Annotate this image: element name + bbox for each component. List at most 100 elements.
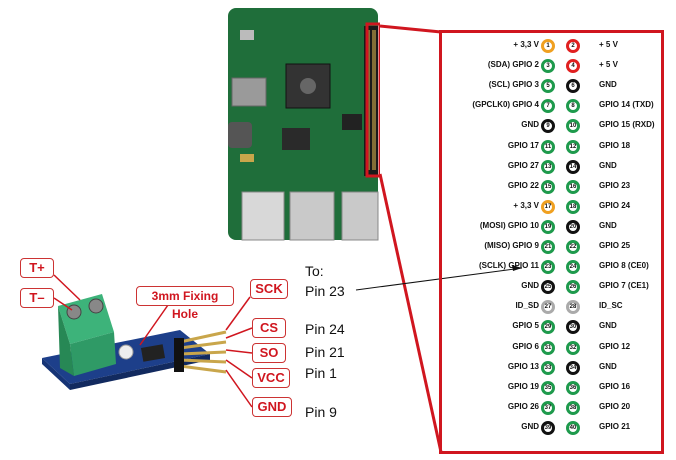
gpio-left-label: GPIO 5: [512, 321, 539, 331]
gpio-pin-odd: 3: [541, 59, 555, 74]
gpio-pin-even: 30: [566, 320, 580, 335]
gpio-pin-odd: 1: [541, 39, 555, 53]
gpio-right-label: GPIO 15 (RXD): [599, 120, 655, 130]
gpio-pin-odd: 23: [541, 260, 555, 275]
gpio-right-label: GPIO 23: [599, 180, 631, 190]
gpio-right-label: GPIO 8 (CE0): [599, 261, 649, 271]
gpio-right-label: GND: [599, 220, 617, 230]
gpio-pin-odd: 9: [541, 119, 555, 134]
t-minus-label: T–: [20, 288, 54, 308]
gpio-pin-even: 20: [566, 219, 580, 234]
so-connection: Pin 21: [305, 344, 345, 360]
gpio-pin-odd: 35: [541, 380, 555, 395]
gpio-right-label: ID_SC: [599, 301, 623, 311]
gpio-pin-even: 36: [566, 380, 580, 395]
sck-connection: Pin 23: [305, 283, 345, 299]
gpio-pin-even: 22: [566, 240, 580, 254]
gpio-pin-odd: 29: [541, 320, 555, 335]
vcc-connection: Pin 1: [305, 365, 337, 381]
gpio-right-label: GPIO 25: [599, 241, 631, 250]
gpio-right-label: GPIO 20: [599, 401, 631, 411]
so-label: SO: [252, 343, 286, 363]
gpio-pin-odd: 11: [541, 139, 555, 154]
gpio-pin-odd: 25: [541, 280, 555, 295]
gpio-left-label: (MISO) GPIO 9: [484, 241, 539, 250]
gpio-right-label: GPIO 21: [599, 421, 631, 431]
gpio-left-label: GPIO 17: [507, 140, 539, 150]
fixing-hole-label: 3mm Fixing Hole: [136, 286, 234, 321]
gpio-right-label: GND: [599, 160, 617, 170]
sck-label: SCK: [250, 279, 288, 299]
gpio-pin-even: 24: [566, 260, 580, 275]
gpio-pin-even: 40: [566, 420, 580, 435]
gpio-left-label: (GPCLK0) GPIO 4: [472, 100, 539, 110]
gpio-pin-even: 10: [566, 119, 580, 134]
thermocouple-module-image: [42, 294, 227, 390]
gpio-pin-even: 2: [566, 39, 580, 53]
gpio-left-label: GPIO 26: [507, 401, 539, 411]
gpio-pin-even: 12: [566, 139, 580, 154]
gpio-pin-odd: 21: [541, 240, 555, 254]
gpio-left-label: GND: [521, 120, 539, 130]
cs-connection: Pin 24: [305, 321, 345, 337]
gpio-right-label: GPIO 14 (TXD): [599, 100, 654, 110]
gpio-right-label: GND: [599, 80, 617, 90]
gpio-pin-odd: 17: [541, 199, 555, 214]
gpio-left-label: (SCL) GPIO 3: [488, 80, 539, 90]
gpio-left-label: GND: [521, 421, 539, 431]
gpio-left-label: GPIO 6: [512, 341, 539, 351]
gpio-left-label: (MOSI) GPIO 10: [479, 220, 539, 230]
gpio-pin-even: 26: [566, 280, 580, 295]
gpio-right-label: GPIO 7 (CE1): [599, 281, 649, 291]
gpio-pin-even: 38: [566, 400, 580, 415]
gpio-pin-odd: 37: [541, 400, 555, 415]
gpio-right-label: GND: [599, 321, 617, 331]
gpio-left-label: + 3,3 V: [513, 200, 539, 210]
gpio-right-label: + 5 V: [599, 40, 618, 49]
gpio-pin-odd: 33: [541, 360, 555, 375]
gpio-left-label: (SDA) GPIO 2: [487, 60, 539, 70]
gpio-pin-even: 6: [566, 79, 580, 94]
gpio-pin-odd: 31: [541, 340, 555, 355]
gpio-left-label: GND: [521, 281, 539, 291]
gpio-pin-odd: 5: [541, 79, 555, 94]
gpio-pin-even: 34: [566, 360, 580, 375]
gpio-right-label: GPIO 24: [599, 200, 631, 210]
gpio-pin-odd: 39: [541, 420, 555, 435]
to-label: To:: [305, 263, 324, 279]
gpio-pin-even: 18: [566, 199, 580, 214]
gpio-pin-even: 32: [566, 340, 580, 355]
t-plus-label: T+: [20, 258, 54, 278]
raspberry-pi-board-image: [228, 8, 380, 241]
gpio-pin-odd: 7: [541, 99, 555, 114]
gpio-left-label: + 3,3 V: [513, 40, 539, 49]
gpio-left-label: ID_SD: [515, 301, 539, 311]
gpio-left-label: GPIO 22: [507, 180, 539, 190]
gpio-pin-odd: 15: [541, 179, 555, 194]
gpio-right-label: GPIO 16: [599, 381, 631, 391]
gpio-pin-odd: 19: [541, 219, 555, 234]
gpio-pin-even: 16: [566, 179, 580, 194]
gpio-right-label: GPIO 18: [599, 140, 631, 150]
gpio-left-label: (SCLK) GPIO 11: [478, 261, 539, 271]
gpio-pin-even: 14: [566, 159, 580, 174]
gnd-connection: Pin 9: [305, 404, 337, 420]
vcc-label: VCC: [252, 368, 290, 388]
gpio-right-label: GPIO 12: [599, 341, 631, 351]
